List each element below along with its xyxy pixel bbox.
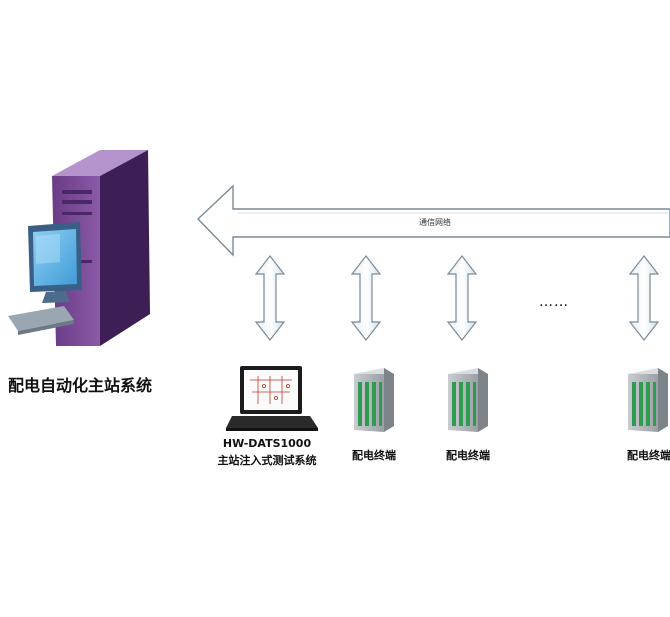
laptop-icon: [226, 366, 318, 431]
terminal-cabinet-icon-1: [354, 368, 394, 432]
more-terminals-ellipsis: ……: [539, 294, 569, 310]
terminal-cabinet-icon-2: [448, 368, 488, 432]
master-station-title: 配电自动化主站系统: [7, 376, 152, 395]
network-arrow: [197, 184, 670, 257]
link-arrow-terminal-3: [628, 255, 660, 341]
link-arrow-terminal-2: [446, 255, 478, 341]
tester-description: 主站注入式测试系统: [217, 454, 317, 467]
tester-name: HW-DATS1000: [222, 437, 312, 450]
link-arrow-tester: [254, 255, 286, 341]
server-computer-icon: [8, 150, 150, 346]
network-label: 通信网络: [419, 218, 451, 227]
terminal-cabinet-icon-3: [628, 368, 668, 432]
terminal-label-3: 配电终端: [627, 449, 670, 462]
terminal-label-2: 配电终端: [446, 449, 490, 462]
terminal-label-1: 配电终端: [352, 449, 396, 462]
link-arrow-terminal-1: [350, 255, 382, 341]
